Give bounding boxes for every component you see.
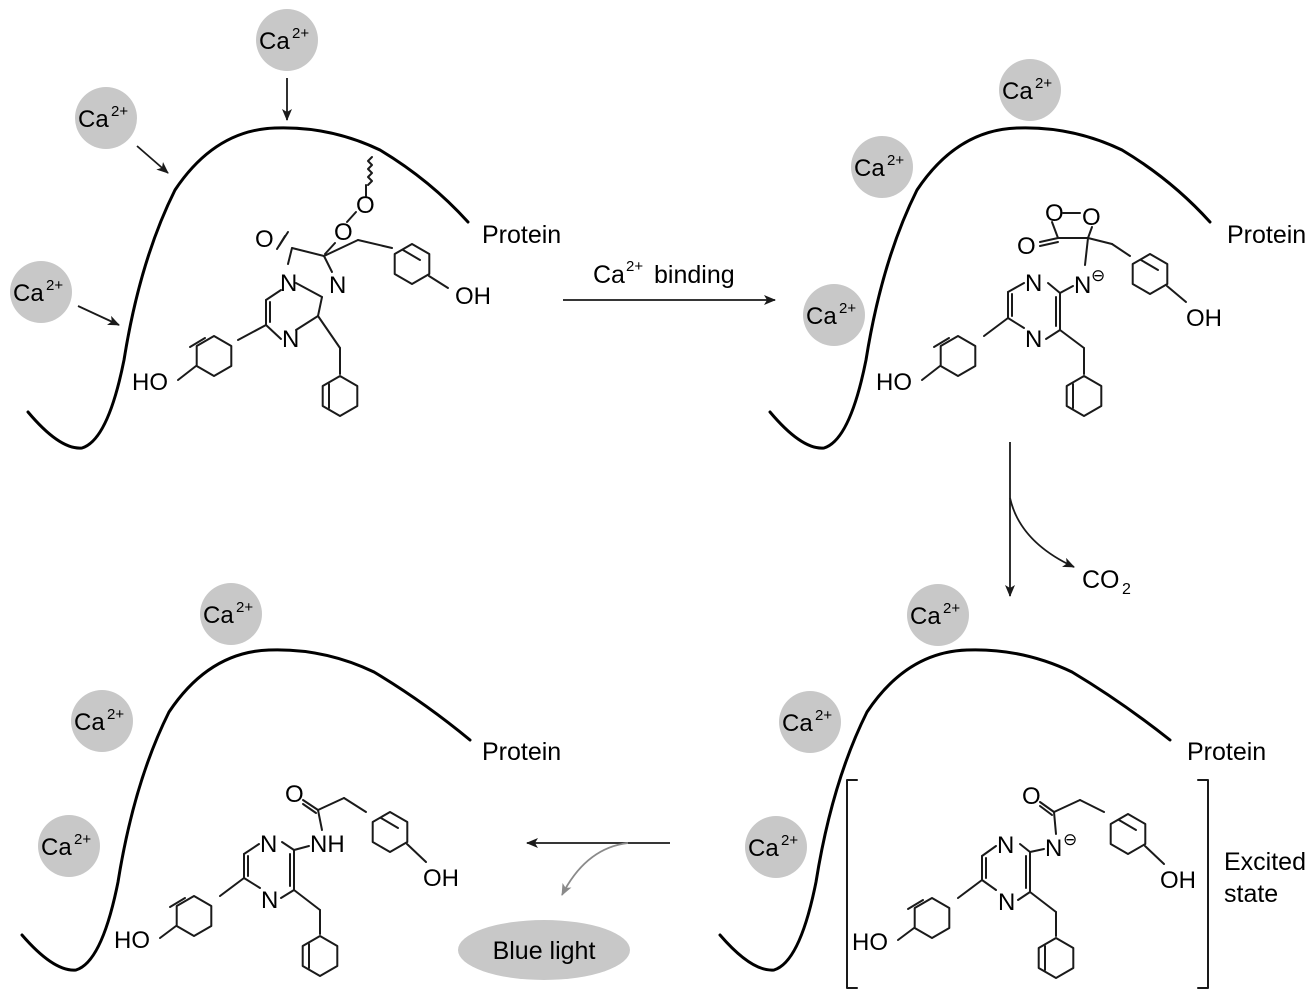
protein-label: Protein xyxy=(482,221,561,249)
svg-text:Ca: Ca xyxy=(13,280,44,307)
right-bracket xyxy=(1197,779,1209,989)
svg-text:O: O xyxy=(285,781,304,808)
svg-text:N: N xyxy=(998,889,1015,916)
svg-text:O: O xyxy=(356,192,375,219)
protein-curve xyxy=(768,126,1212,450)
svg-text:2+: 2+ xyxy=(781,832,798,849)
svg-text:2+: 2+ xyxy=(943,600,960,617)
calcium-ion: Ca 2+ xyxy=(256,9,318,71)
svg-text:2+: 2+ xyxy=(236,599,253,616)
svg-text:O: O xyxy=(1082,204,1101,231)
svg-text:N: N xyxy=(261,887,278,914)
svg-text:2+: 2+ xyxy=(107,706,124,723)
svg-text:Ca: Ca xyxy=(78,106,109,133)
calcium-ion: Ca 2+ xyxy=(38,815,100,877)
dioxetanone-intermediate: O O O N ⊖ N N xyxy=(876,200,1222,417)
svg-text:Ca: Ca xyxy=(1002,78,1033,105)
svg-text:Ca: Ca xyxy=(74,709,105,736)
calcium-ion: Ca 2+ xyxy=(71,690,133,752)
svg-text:OH: OH xyxy=(1160,867,1196,894)
calcium-ion: Ca 2+ xyxy=(851,136,913,198)
svg-text:CO: CO xyxy=(1082,566,1120,594)
svg-text:2+: 2+ xyxy=(626,258,643,275)
svg-text:Blue light: Blue light xyxy=(493,937,596,965)
svg-text:HO: HO xyxy=(876,369,912,396)
svg-text:2+: 2+ xyxy=(74,831,91,848)
svg-text:N: N xyxy=(1025,326,1042,353)
svg-text:N: N xyxy=(1074,272,1091,299)
svg-text:2+: 2+ xyxy=(887,152,904,169)
svg-text:HO: HO xyxy=(132,369,168,396)
coelenterazine-peroxide: O O O N N N xyxy=(132,156,491,417)
calcium-ion: Ca 2+ xyxy=(803,284,865,346)
svg-text:binding: binding xyxy=(654,261,735,289)
panel-4: Protein Ca 2+ Ca 2+ Ca 2+ O NH xyxy=(20,583,561,977)
svg-text:Ca: Ca xyxy=(203,602,234,629)
left-bracket xyxy=(846,779,858,989)
protein-label: Protein xyxy=(1227,221,1306,249)
svg-text:2+: 2+ xyxy=(1035,75,1052,92)
blue-light-badge: Blue light xyxy=(458,920,630,980)
calcium-ion: Ca 2+ xyxy=(745,816,807,878)
svg-text:N: N xyxy=(1045,835,1062,862)
svg-text:O: O xyxy=(1022,783,1041,810)
protein-curve xyxy=(20,648,472,972)
coelenteramide: O NH N N xyxy=(114,781,459,977)
svg-text:Ca: Ca xyxy=(259,28,290,55)
decarboxylation-arrow: CO 2 xyxy=(1005,442,1131,598)
svg-text:O: O xyxy=(1017,233,1036,260)
svg-text:N: N xyxy=(329,272,346,299)
svg-text:O: O xyxy=(1045,200,1064,227)
calcium-ion: Ca 2+ xyxy=(907,584,969,646)
svg-text:2+: 2+ xyxy=(111,103,128,120)
svg-text:O: O xyxy=(334,219,353,246)
svg-text:Ca: Ca xyxy=(854,155,885,182)
svg-text:NH: NH xyxy=(310,831,345,858)
panel-2: Protein Ca 2+ Ca 2+ Ca 2+ O O O xyxy=(768,59,1306,450)
ca-binding-label: Ca 2+ binding xyxy=(593,258,735,289)
calcium-ion: Ca 2+ xyxy=(999,59,1061,121)
excited-label-line2: state xyxy=(1224,880,1278,908)
svg-text:2+: 2+ xyxy=(815,707,832,724)
svg-text:Ca: Ca xyxy=(593,261,625,289)
svg-text:OH: OH xyxy=(455,283,491,310)
emission-arrow xyxy=(526,838,670,896)
svg-text:OH: OH xyxy=(423,865,459,892)
calcium-ion: Ca 2+ xyxy=(779,691,841,753)
panel-3: Protein Ca 2+ Ca 2+ Ca 2+ Excited state … xyxy=(718,584,1306,989)
svg-text:N: N xyxy=(260,831,277,858)
svg-text:2+: 2+ xyxy=(839,300,856,317)
svg-text:N: N xyxy=(1025,270,1042,297)
svg-text:Ca: Ca xyxy=(910,603,941,630)
svg-text:2: 2 xyxy=(1122,581,1131,598)
calcium-ion: Ca 2+ xyxy=(200,583,262,645)
svg-text:Ca: Ca xyxy=(806,303,837,330)
svg-text:OH: OH xyxy=(1186,305,1222,332)
svg-text:O: O xyxy=(255,226,274,253)
svg-text:N: N xyxy=(282,326,299,353)
panel-1: Protein Ca 2+ Ca 2+ Ca 2+ O O xyxy=(10,9,561,450)
svg-text:Ca: Ca xyxy=(41,834,72,861)
protein-curve xyxy=(718,648,1172,972)
svg-text:Ca: Ca xyxy=(748,835,779,862)
svg-text:2+: 2+ xyxy=(292,25,309,42)
svg-text:HO: HO xyxy=(852,929,888,956)
svg-text:HO: HO xyxy=(114,927,150,954)
protein-curve xyxy=(26,126,470,450)
svg-text:N: N xyxy=(997,832,1014,859)
svg-text:Ca: Ca xyxy=(782,710,813,737)
svg-text:⊖: ⊖ xyxy=(1063,830,1077,849)
svg-text:⊖: ⊖ xyxy=(1091,266,1105,285)
svg-text:2+: 2+ xyxy=(46,277,63,294)
svg-text:N: N xyxy=(280,270,297,297)
protein-label: Protein xyxy=(1187,738,1266,766)
protein-label: Protein xyxy=(482,738,561,766)
excited-amide-anion: O N ⊖ N N xyxy=(852,783,1196,979)
calcium-ion: Ca 2+ xyxy=(75,87,137,149)
calcium-ion: Ca 2+ xyxy=(10,261,72,323)
excited-label-line1: Excited xyxy=(1224,848,1306,876)
